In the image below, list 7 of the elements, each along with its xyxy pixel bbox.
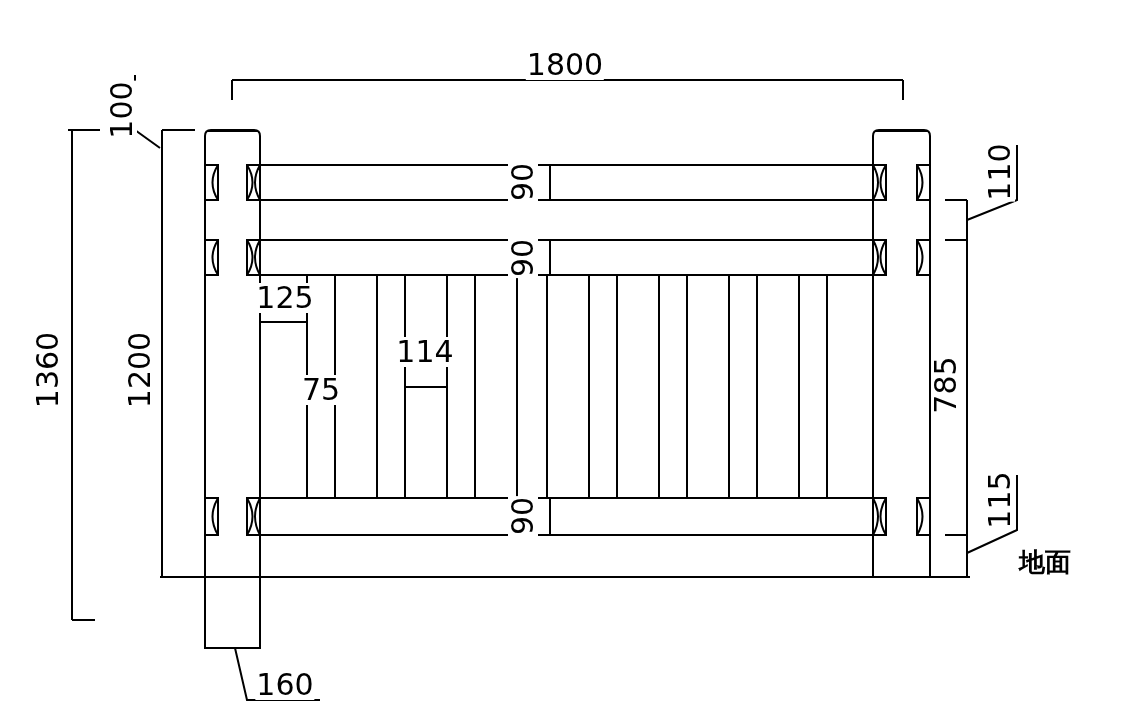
dimension-label: 90 xyxy=(508,495,538,537)
dimension-label: 1800 xyxy=(525,50,605,80)
dimension-label: 110 xyxy=(985,142,1015,202)
dimension-label: 90 xyxy=(508,237,538,279)
dimension-label: 90 xyxy=(508,161,538,203)
dimension-label: 160 xyxy=(255,670,315,700)
ground-label: 地面 xyxy=(1018,547,1072,577)
